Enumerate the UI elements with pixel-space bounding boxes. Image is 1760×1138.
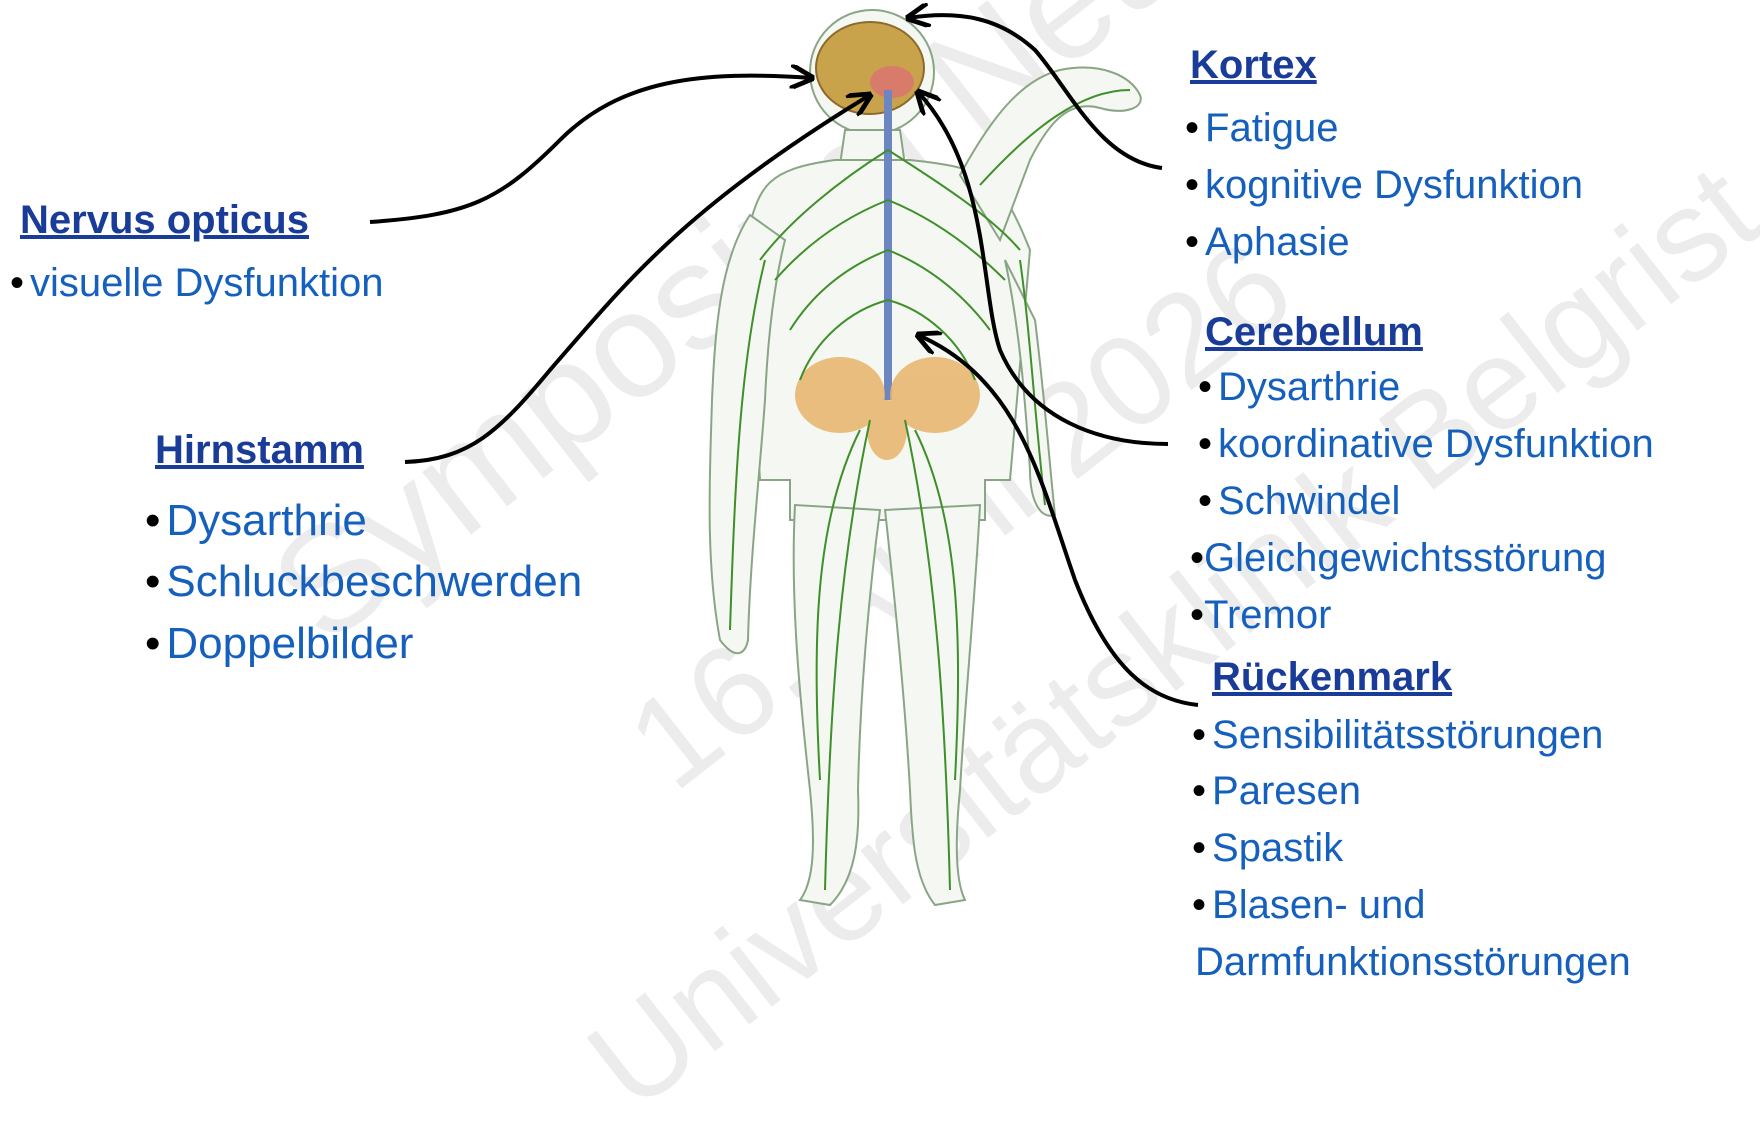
list-item: •Fatigue bbox=[1185, 108, 1338, 148]
arrow-nervus-opticus bbox=[370, 76, 812, 222]
list-item: •Dysarthrie bbox=[1198, 367, 1400, 407]
list-item: •Gleichgewichtsstörung bbox=[1190, 538, 1606, 578]
bullet: • bbox=[1192, 826, 1206, 870]
heading-cerebellum: Cerebellum bbox=[1205, 312, 1423, 352]
list-item: •Dysarthrie bbox=[145, 499, 367, 543]
heading-nervus-opticus: Nervus opticus bbox=[20, 200, 309, 240]
item-text: Tremor bbox=[1204, 593, 1331, 637]
brain bbox=[816, 22, 924, 114]
bullet: • bbox=[1198, 365, 1212, 409]
bullet: • bbox=[1190, 536, 1204, 580]
bullet: • bbox=[145, 557, 160, 606]
item-text: Aphasie bbox=[1205, 220, 1350, 264]
item-text: Fatigue bbox=[1205, 106, 1338, 150]
bullet: • bbox=[10, 261, 24, 305]
bullet: • bbox=[1185, 106, 1199, 150]
list-item: •Paresen bbox=[1192, 771, 1361, 811]
bullet: • bbox=[1192, 883, 1206, 927]
list-item: •Schluckbeschwerden bbox=[145, 560, 582, 604]
nervous-system-figure bbox=[0, 0, 1760, 988]
bullet: • bbox=[145, 496, 160, 545]
item-text: Schwindel bbox=[1218, 479, 1400, 523]
body-silhouette bbox=[710, 10, 1141, 905]
list-item-continuation: Darmfunktionsstörungen bbox=[1195, 942, 1631, 982]
list-item: •Schwindel bbox=[1198, 481, 1400, 521]
bullet: • bbox=[1190, 593, 1204, 637]
item-text: Gleichgewichtsstörung bbox=[1204, 536, 1606, 580]
bullet: • bbox=[1192, 713, 1206, 757]
list-item: •Sensibilitätsstörungen bbox=[1192, 715, 1603, 755]
item-text: Doppelbilder bbox=[166, 619, 413, 668]
list-item: •koordinative Dysfunktion bbox=[1198, 424, 1654, 464]
bullet: • bbox=[1185, 163, 1199, 207]
bullet: • bbox=[145, 619, 160, 668]
item-text: koordinative Dysfunktion bbox=[1218, 422, 1654, 466]
list-item: •kognitive Dysfunktion bbox=[1185, 165, 1583, 205]
heading-rueckenmark: Rückenmark bbox=[1212, 657, 1452, 697]
item-text: Blasen- und bbox=[1212, 883, 1425, 927]
item-text: Paresen bbox=[1212, 769, 1361, 813]
bullet: • bbox=[1192, 769, 1206, 813]
item-text: visuelle Dysfunktion bbox=[30, 261, 384, 305]
bullet: • bbox=[1198, 422, 1212, 466]
item-text: Sensibilitätsstörungen bbox=[1212, 713, 1603, 757]
item-text: Spastik bbox=[1212, 826, 1343, 870]
list-item: •Tremor bbox=[1190, 595, 1331, 635]
heading-hirnstamm: Hirnstamm bbox=[155, 430, 364, 470]
list-item: •Blasen- und bbox=[1192, 885, 1426, 925]
item-text: Dysarthrie bbox=[1218, 365, 1400, 409]
bullet: • bbox=[1198, 479, 1212, 523]
item-text: kognitive Dysfunktion bbox=[1205, 163, 1583, 207]
list-item: •Spastik bbox=[1192, 828, 1343, 868]
list-item: •Aphasie bbox=[1185, 222, 1350, 262]
bullet: • bbox=[1185, 220, 1199, 264]
heading-kortex: Kortex bbox=[1190, 45, 1317, 85]
item-text: Dysarthrie bbox=[166, 496, 367, 545]
list-item: •visuelle Dysfunktion bbox=[10, 263, 384, 303]
list-item: •Doppelbilder bbox=[145, 622, 413, 666]
item-text: Schluckbeschwerden bbox=[166, 557, 582, 606]
